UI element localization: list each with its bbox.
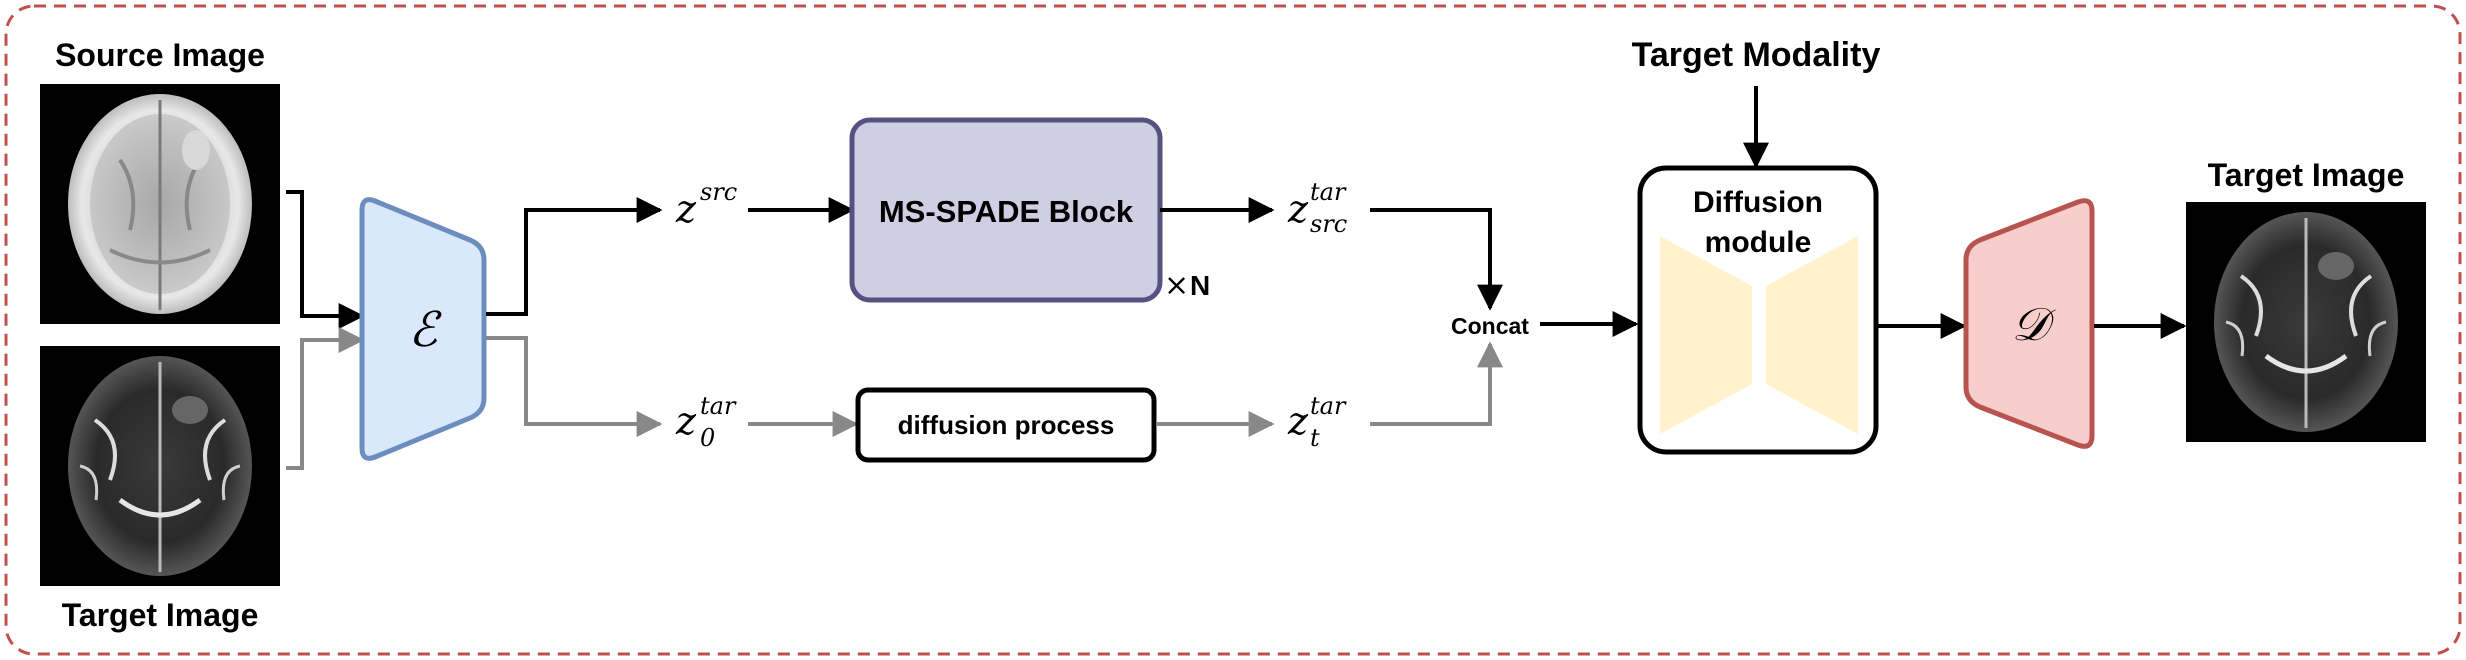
target-image-input-label: Target Image	[62, 597, 259, 633]
ms-spade-label: MS-SPADE Block	[879, 194, 1134, 229]
zsrctar-to-concat-arrow	[1370, 208, 1503, 311]
target-image-output	[2186, 202, 2426, 442]
svg-text:src: src	[1310, 210, 1347, 238]
svg-text:z: z	[1287, 399, 1309, 443]
svg-text:0: 0	[700, 424, 715, 452]
repeat-marker: N	[1190, 270, 1210, 301]
svg-text:tar: tar	[1310, 178, 1347, 206]
source-to-encoder-arrow	[286, 190, 365, 329]
unet-encoder-shape	[1660, 236, 1752, 434]
svg-text:src: src	[700, 178, 737, 206]
unet-decoder-shape	[1766, 236, 1858, 434]
svg-text:tar: tar	[700, 392, 737, 420]
target-modality-label: Target Modality	[1632, 36, 1881, 74]
latent-z-src: z src	[675, 178, 737, 231]
target-to-encoder-arrow	[286, 327, 365, 470]
svg-text:z: z	[675, 399, 697, 443]
zttar-to-concat-arrow	[1370, 341, 1503, 426]
diffusion-process-label: diffusion process	[898, 410, 1115, 440]
repeat-times-symbol: ×	[1164, 268, 1189, 303]
concat-label: Concat	[1451, 313, 1529, 339]
diffusion-module-label-line2: module	[1705, 226, 1812, 259]
latent-z-src-tar: z tar src	[1287, 178, 1347, 238]
svg-text:t: t	[1310, 424, 1320, 452]
encoder-block	[359, 197, 487, 461]
encoder-symbol: ℰ	[408, 302, 442, 358]
svg-text:tar: tar	[1310, 392, 1347, 420]
svg-text:z: z	[675, 187, 697, 231]
svg-text:z: z	[1287, 187, 1309, 231]
diffusion-module-label-line1: Diffusion	[1693, 186, 1823, 219]
latent-z0-tar: z tar 0	[675, 392, 737, 452]
decoder-block	[1963, 198, 2095, 449]
target-image-input	[40, 346, 280, 586]
diffusion-process-block	[855, 387, 1157, 463]
encoder-to-zsrc-arrow	[486, 197, 663, 316]
source-image-label: Source Image	[55, 37, 265, 73]
source-image	[40, 84, 280, 324]
encoder-to-z0tar-arrow	[486, 336, 663, 437]
target-image-output-label: Target Image	[2208, 157, 2405, 193]
latent-zt-tar: z tar t	[1287, 392, 1347, 452]
